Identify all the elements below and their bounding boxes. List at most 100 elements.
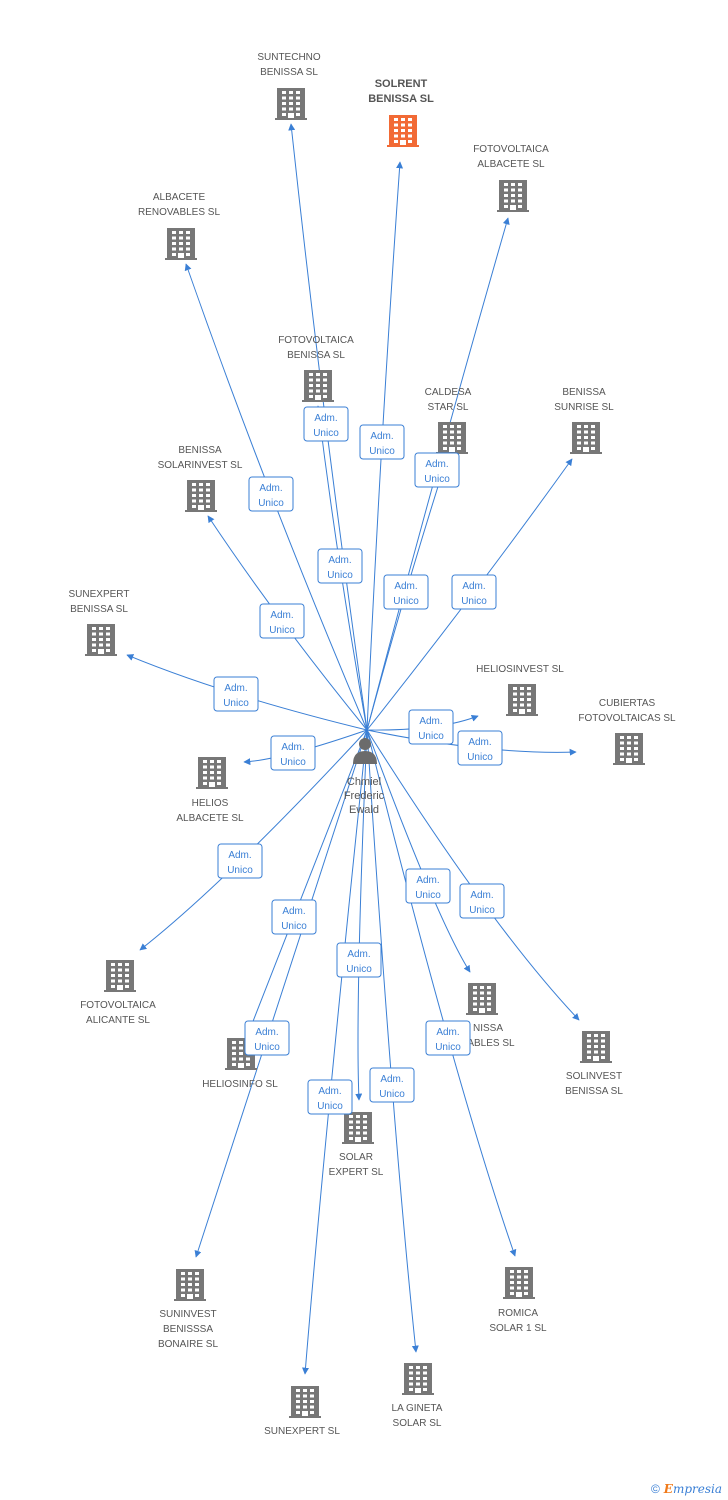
building-door — [593, 1056, 599, 1061]
building-window — [106, 649, 110, 652]
building-window — [186, 242, 190, 245]
building-icon[interactable] — [613, 733, 645, 765]
edge-benissa-renovables — [366, 729, 471, 973]
building-icon[interactable] — [506, 684, 538, 716]
relation-label[interactable]: Adm.Unico — [271, 899, 317, 935]
relation-label[interactable]: Adm.Unico — [459, 883, 505, 919]
building-window — [282, 96, 286, 100]
building-icon[interactable] — [497, 180, 529, 212]
building-window — [356, 1131, 360, 1135]
building-icon[interactable] — [466, 983, 498, 1015]
building-window — [188, 1277, 192, 1281]
building-window — [510, 1286, 514, 1290]
building-icon[interactable] — [289, 1386, 321, 1418]
building-window — [510, 1275, 514, 1279]
building-icon[interactable] — [342, 1112, 374, 1144]
relation-label-box — [369, 1067, 415, 1103]
building-door — [302, 1411, 308, 1416]
relation-label[interactable]: Adm.Unico — [248, 476, 294, 512]
building-window — [577, 430, 581, 434]
company-node-sunexpert[interactable]: SUNEXPERT SL — [264, 1386, 340, 1437]
building-icon[interactable] — [104, 960, 136, 992]
building-window — [504, 188, 508, 192]
company-node-heliosinvest[interactable]: HELIOSINVEST SL — [476, 664, 564, 716]
building-icon[interactable] — [436, 422, 468, 454]
relation-label[interactable]: Adm.Unico — [359, 424, 405, 460]
relation-label[interactable]: Adm.Unico — [307, 1079, 353, 1115]
relation-label[interactable]: Adm.Unico — [408, 709, 454, 745]
building-icon[interactable] — [275, 88, 307, 120]
relation-label[interactable]: Adm.Unico — [317, 548, 363, 584]
relation-label[interactable]: Adm.Unico — [217, 843, 263, 879]
relation-label[interactable]: Adm.Unico — [383, 574, 429, 610]
building-icon[interactable] — [165, 228, 197, 260]
building-icon[interactable] — [570, 422, 602, 454]
relation-label[interactable]: Adm.Unico — [457, 730, 503, 766]
relation-label[interactable]: Adm.Unico — [369, 1067, 415, 1103]
relation-label[interactable]: Adm.Unico — [451, 574, 497, 610]
building-window — [206, 483, 210, 486]
building-icon[interactable] — [402, 1363, 434, 1395]
building-icon[interactable] — [196, 757, 228, 789]
building-window — [527, 703, 531, 707]
building-icon[interactable] — [185, 480, 217, 512]
building-window — [601, 1050, 605, 1054]
building-icon[interactable] — [85, 624, 117, 656]
building-window — [450, 436, 454, 439]
building-base — [185, 510, 217, 512]
building-icon[interactable] — [580, 1031, 612, 1063]
relation-label[interactable]: Adm.Unico — [270, 735, 316, 771]
building-window — [282, 91, 286, 94]
relation-label[interactable]: Adm.Unico — [303, 406, 349, 442]
person-icon — [353, 738, 377, 764]
building-icon[interactable] — [174, 1269, 206, 1301]
footer-brand[interactable]: ©Empresia — [651, 1482, 722, 1496]
building-icon[interactable] — [302, 370, 334, 402]
building-window — [480, 1002, 484, 1006]
building-door — [98, 649, 104, 654]
building-window — [99, 632, 103, 636]
relation-label[interactable]: Adm.Unico — [425, 1020, 471, 1056]
focus-building-icon[interactable] — [387, 115, 419, 147]
relation-label[interactable]: Adm.Unico — [259, 603, 305, 639]
relation-label[interactable]: Adm.Unico — [244, 1020, 290, 1056]
relation-label-box — [270, 735, 316, 771]
building-window — [188, 1272, 192, 1275]
building-window — [443, 436, 447, 439]
building-door — [355, 1137, 361, 1142]
relation-label-line: Unico — [227, 865, 253, 876]
building-window — [239, 1052, 243, 1055]
building-icon[interactable] — [503, 1267, 535, 1299]
relation-label[interactable]: Adm.Unico — [414, 452, 460, 488]
relation-label[interactable]: Adm.Unico — [336, 942, 382, 978]
relation-label[interactable]: Adm.Unico — [405, 868, 451, 904]
relation-label-line: Adm. — [259, 483, 282, 494]
company-name-line: ALICANTE SL — [86, 1015, 150, 1026]
relation-label-line: Unico — [313, 428, 339, 439]
building-door — [519, 709, 525, 714]
relation-label[interactable]: Adm.Unico — [213, 676, 259, 712]
building-window — [239, 1046, 243, 1050]
building-window — [487, 991, 491, 995]
company-name-line: HELIOS — [192, 798, 229, 809]
